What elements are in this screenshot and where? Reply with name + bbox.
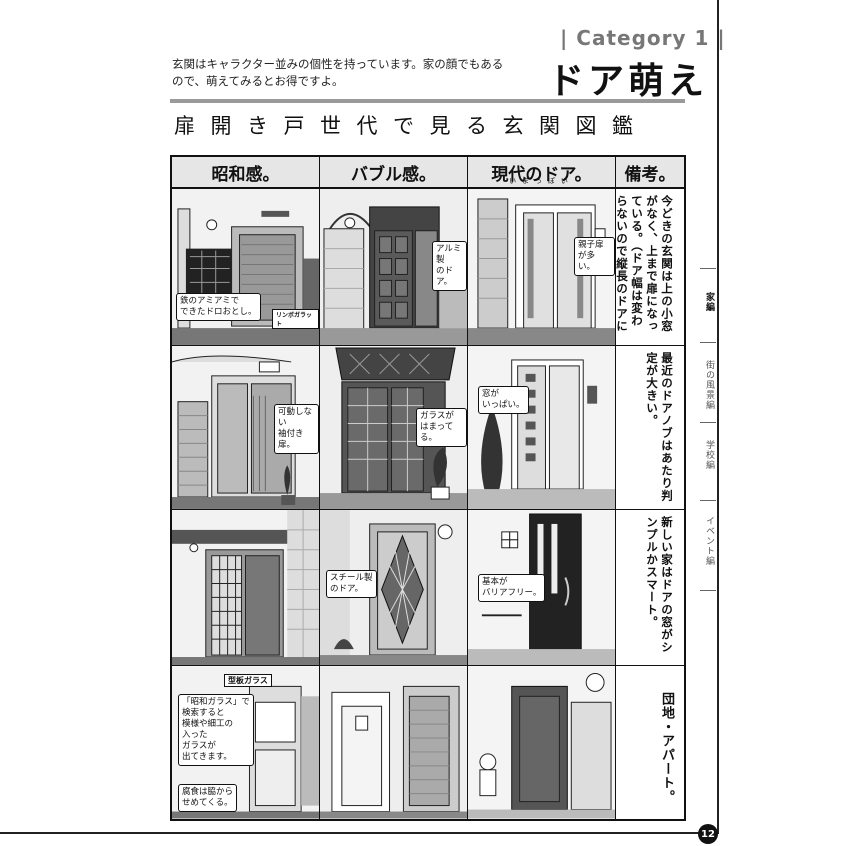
- header-showa: 昭和感。: [172, 157, 320, 189]
- bubble-showa-4b: 腐食は脇から せめてくる。: [178, 784, 238, 812]
- bubble-bubble-1: アルミ製 のドア。: [432, 241, 467, 291]
- note-text-1: 今どきの玄関は上の小窓がなく、上まで扉になっている。（ドア幅は変わらないので縦長…: [616, 195, 674, 333]
- cell-showa-2: 可動しない 袖付き扉。: [172, 346, 320, 510]
- door-illustration: [468, 666, 615, 819]
- sidebar-tab-street[interactable]: 街の風景編: [704, 360, 714, 410]
- sidebar-divider: [700, 268, 716, 269]
- page-border-bottom: [0, 832, 719, 834]
- sign-showa-4: 型板ガラス: [224, 674, 272, 687]
- note-text-2: 最近のドアノブはあたり判定が大きい。: [645, 352, 674, 502]
- page-title: ドア萌え: [548, 61, 709, 102]
- sidebar-tab-school[interactable]: 学校編: [704, 440, 714, 470]
- page-number: 12: [698, 824, 718, 844]
- bubble-modern-1: 親子扉 が多い。: [574, 237, 615, 276]
- cell-modern-4: [468, 666, 616, 819]
- door-illustration: [468, 346, 615, 509]
- intro-text: 玄関はキャラクター並みの個性を持っています。家の顔でもあるので、萌えてみるとお得…: [172, 57, 504, 88]
- cell-modern-3: 基本が バリアフリー。: [468, 510, 616, 666]
- cell-bubble-4: [320, 666, 468, 819]
- cell-modern-1: 親子扉 が多い。: [468, 189, 616, 346]
- sidebar-divider: [700, 590, 716, 591]
- door-illustration: [320, 189, 467, 345]
- note-3: 新しい家はドアの窓がシンプルかスマート。: [616, 510, 684, 666]
- bubble-showa-2: 可動しない 袖付き扉。: [274, 404, 319, 454]
- header-modern-ruby: いまっぽい: [509, 177, 574, 185]
- sidebar-divider: [700, 500, 716, 501]
- sidebar-divider: [700, 422, 716, 423]
- sidebar-tab-event[interactable]: イベント編: [704, 516, 714, 566]
- cell-modern-2: 窓が いっぱい。: [468, 346, 616, 510]
- category-label: | Category 1 |: [560, 26, 726, 50]
- bubble-showa-1: 鉄のアミアミで できたドロおとし。: [176, 293, 261, 321]
- bubble-modern-3: 基本が バリアフリー。: [478, 574, 546, 602]
- cell-showa-3: [172, 510, 320, 666]
- cell-bubble-3: スチール製 のドア。: [320, 510, 468, 666]
- bubble-modern-2: 窓が いっぱい。: [478, 386, 529, 414]
- sidebar-tab-house[interactable]: 家編: [704, 292, 714, 312]
- door-table: 昭和感。 バブル感。 現代のドア。 いまっぽい 備考。: [170, 155, 686, 821]
- note-text-3: 新しい家はドアの窓がシンプルかスマート。: [645, 516, 674, 654]
- note-text-4: 団地・アパート。: [659, 692, 674, 804]
- subtitle: 扉開き戸世代で見る玄関図鑑: [174, 114, 649, 138]
- door-illustration: [320, 666, 467, 819]
- note-2: 最近のドアノブはあたり判定が大きい。: [616, 346, 684, 510]
- note-4: 団地・アパート。: [616, 666, 684, 819]
- cell-bubble-1: アルミ製 のドア。: [320, 189, 468, 346]
- note-1: 今どきの玄関は上の小窓がなく、上まで扉になっている。（ドア幅は変わらないので縦長…: [616, 189, 684, 346]
- header-notes: 備考。: [616, 157, 684, 189]
- cell-showa-4: 型板ガラス 「昭和ガラス」で 検索すると 模様や細工の 入った ガラスが 出てき…: [172, 666, 320, 819]
- cell-bubble-2: ガラスが はまってる。: [320, 346, 468, 510]
- header-modern: 現代のドア。 いまっぽい: [468, 157, 616, 189]
- cell-showa-1: 鉄のアミアミで できたドロおとし。 リンボガラット: [172, 189, 320, 346]
- sidebar-divider: [700, 342, 716, 343]
- bubble-showa-4: 「昭和ガラス」で 検索すると 模様や細工の 入った ガラスが 出てきます。: [178, 694, 254, 766]
- sign-showa-1: リンボガラット: [272, 309, 319, 329]
- bubble-bubble-3: スチール製 のドア。: [326, 570, 377, 598]
- header-bubble: バブル感。: [320, 157, 468, 189]
- door-illustration: [172, 510, 319, 665]
- bubble-bubble-2: ガラスが はまってる。: [416, 408, 467, 447]
- title-rule: [170, 99, 685, 103]
- page-border-right: [717, 0, 719, 832]
